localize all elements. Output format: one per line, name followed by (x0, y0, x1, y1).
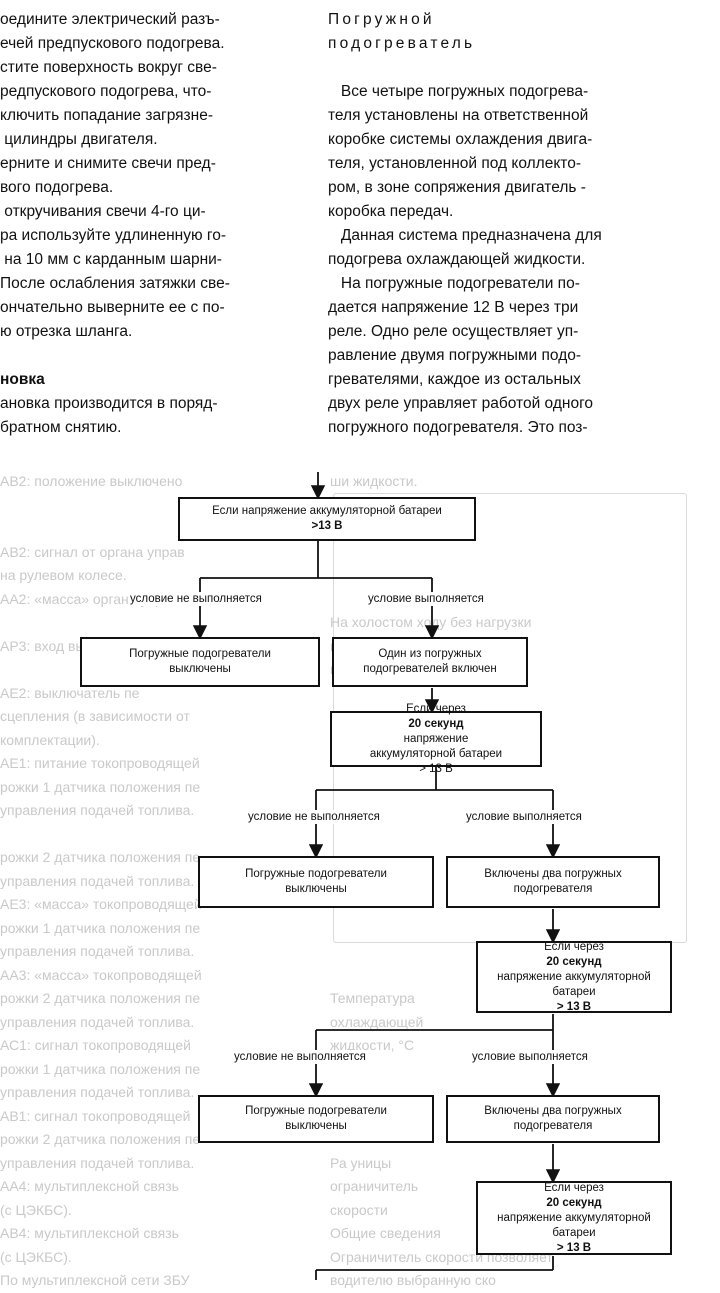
faint-text-line: АЕ1: питание токопроводящей (0, 755, 200, 771)
body-text-line: коробке системы охлаждения двига- (328, 131, 593, 148)
faint-text-line: скорости (330, 1201, 388, 1218)
faint-text-line: ограничитель (330, 1178, 419, 1194)
body-text-line: оедините электрический разъ- (0, 11, 220, 28)
faint-text-line: управления подачей топлива. (0, 802, 195, 818)
body-text-line: ончательно выверните ее с по- (0, 299, 225, 316)
faint-text-line: рожки 2 датчика положения пе (0, 849, 201, 865)
faint-text-line: АЕ3: «масса» токопроводящей (0, 896, 202, 912)
body-text-line: откручивания свечи 4-го ци- (0, 203, 206, 220)
faint-text-line: Ра уницы (330, 1154, 392, 1171)
body-text-line: ра используйте удлиненную го- (0, 227, 226, 244)
left-text-column: оедините электрический разъ-ечей предпус… (0, 8, 318, 440)
faint-text-line: (с ЦЭКБС). (0, 1248, 72, 1265)
condition-met-label: условие выполняется (464, 810, 584, 824)
right-text-column: Погружной подогреватель Все четыре погру… (328, 8, 720, 440)
body-text-line: Данная система предназначена для (328, 227, 602, 244)
faint-text-line: АВ2: сигнал от органа управ (0, 543, 185, 560)
condition-not-met-label: условие не выполняется (128, 592, 264, 606)
body-text-line: гревателями, каждое из остальных (328, 371, 581, 388)
faint-text-line: рожки 1 датчика положения пе (0, 919, 201, 936)
faint-text-line: на рулевом колесе. (0, 567, 127, 583)
body-text-line: на 10 мм с карданным шарни- (0, 251, 222, 268)
faint-text-line: АА3: «масса» токопроводящей (0, 966, 202, 983)
faint-text-line: АС1: сигнал токопроводящей (0, 1037, 191, 1053)
body-text-line: стите поверхность вокруг све- (0, 59, 217, 76)
body-text-line: ечей предпускового подогрева. (0, 35, 225, 52)
faint-text-line: управления подачей топлива. (0, 1084, 195, 1100)
faint-text-line: рожки 2 датчика положения пе (0, 1131, 201, 1147)
body-text-line: Все четыре погружных подогрева- (328, 83, 589, 100)
faint-text-line: АА4: мультиплексной связь (0, 1178, 179, 1194)
body-text-line: После ослабления затяжки све- (0, 275, 230, 292)
faint-text-line: рожки 1 датчика положения пе (0, 778, 201, 795)
body-text-line: цилиндры двигателя. (0, 131, 158, 148)
faint-text-line: (с ЦЭКБС). (0, 1201, 72, 1218)
faint-text-line: АВ4: мультиплексной связь (0, 1225, 179, 1241)
body-text-line: ром, в зоне сопряжения двигатель - (328, 179, 586, 196)
condition-not-met-label: условие не выполняется (246, 810, 382, 824)
body-text-line: ановка производится в поряд- (0, 395, 218, 412)
faint-text-line: На холостом ходу без нагрузки (330, 614, 532, 630)
faint-text-line: управления подачей топлива. (0, 872, 195, 889)
check-after-20s-box: Если через 20 секунд напряжение аккумуля… (330, 703, 542, 775)
faint-text-line: АЕ2: выключатель пе (0, 684, 140, 701)
body-text-line: вого подогрева. (0, 179, 114, 196)
faint-text-line: АВ1: сигнал токопроводящей (0, 1107, 191, 1124)
body-text-line: равление двумя погружными подо- (328, 347, 582, 364)
faint-text-line: комплектации). (0, 731, 100, 748)
section-heading-line-2: подогреватель (328, 35, 476, 52)
body-text-line: ключить попадание загрязне- (0, 107, 214, 124)
body-text-line: дается напряжение 12 В через три (328, 299, 579, 316)
condition-met-label: условие выполняется (470, 1050, 590, 1064)
left-section-heading: новка (0, 371, 45, 388)
body-text-line: На погружные подогреватели по- (328, 275, 580, 292)
faint-text-line: Температура (330, 990, 415, 1006)
body-text-line: теля, установленной под коллекто- (328, 155, 582, 172)
check-battery-voltage-box: Если напряжение аккумуляторной батареи>1… (178, 497, 476, 541)
body-text-line: коробка передач. (328, 203, 454, 220)
faint-text-line: управления подачей топлива. (0, 1154, 195, 1171)
condition-met-label: условие выполняется (366, 592, 486, 606)
check-after-20s-box: Если через 20 секунд напряжение аккумуля… (476, 941, 672, 1013)
faint-text-line: жидкости, °С (330, 1037, 415, 1053)
body-text-line: ю отрезка шланга. (0, 323, 133, 340)
faint-text-line: охлаждающей (330, 1013, 424, 1030)
body-text-line: погружного подогревателя. Это поз- (328, 419, 588, 436)
faint-text-line: Общие сведения (330, 1225, 441, 1241)
faint-text-line: АВ2: положение выключено (0, 473, 183, 489)
condition-not-met-label: условие не выполняется (232, 1050, 368, 1064)
faint-text-line: управления подачей топлива. (0, 943, 195, 959)
faint-text-line: рожки 2 датчика положения пе (0, 990, 201, 1006)
body-text-line: редпускового подогрева, что- (0, 83, 212, 100)
body-text-line: братном снятию. (0, 419, 122, 436)
faint-text-line: ши жидкости. (330, 473, 418, 489)
body-text-line: двух реле управляет работой одного (328, 395, 593, 412)
faint-text-line: управления подачей топлива. (0, 1013, 195, 1030)
faint-text-line: рожки 1 датчика положения пе (0, 1060, 201, 1077)
body-text-line: теля установлены на ответственной (328, 107, 589, 124)
section-heading-line-1: Погружной (328, 11, 435, 28)
check-after-20s-box: Если через 20 секунд напряжение аккумуля… (476, 1181, 672, 1255)
faint-text-line: сцепления (в зависимости от (0, 708, 190, 724)
body-text-line: ерните и снимите свечи пред- (0, 155, 216, 172)
body-text-line: подогрева охлаждающей жидкости. (328, 251, 586, 268)
body-text-line: реле. Одно реле осуществляет уп- (328, 323, 579, 340)
